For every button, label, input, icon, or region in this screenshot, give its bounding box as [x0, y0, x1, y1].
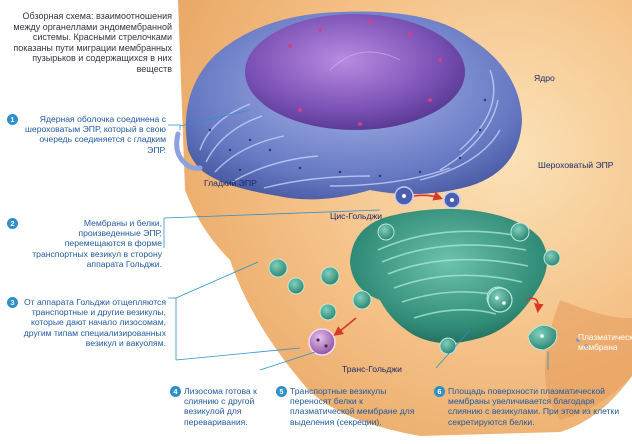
step-text: Лизосома готова к слиянию с другой везик…: [184, 386, 257, 427]
er-to-golgi-arrow: [413, 191, 444, 201]
nucleus-shape: [245, 14, 465, 130]
plasma-membrane-edge: [545, 300, 632, 420]
secretory-vesicle: [487, 287, 513, 313]
step-text: Ядерная оболочка соединена с шероховатым…: [25, 114, 166, 155]
step-number: 3: [7, 297, 18, 308]
label-plasma-membrane: Плазматическая мембрана: [578, 332, 632, 352]
step-text: Мембраны и белки, произведенные ЭПР, пер…: [32, 218, 162, 269]
golgi-to-membrane-arrow: [525, 297, 544, 314]
golgi-to-lysosome-arrow: [333, 317, 357, 336]
er-cisternae: [199, 69, 501, 189]
step-number: 5: [276, 386, 287, 397]
label-cis-golgi: Цис-Гольджи: [330, 211, 383, 221]
step-number: 1: [7, 114, 18, 125]
label-trans-golgi: Транс-Гольджи: [342, 364, 402, 374]
step-number: 4: [170, 386, 181, 397]
ribosome-dots: [208, 98, 487, 178]
lysosome: [308, 328, 336, 356]
nuclear-pores: [288, 20, 442, 126]
golgi-cisternae: [377, 230, 529, 319]
intro-caption: Обзорная схема: взаимоотношения между ор…: [13, 11, 172, 74]
label-rough-er: Шероховатый ЭПР: [538, 160, 614, 170]
label-smooth-er: Гладкий ЭПР: [204, 178, 257, 188]
step-text: Транспортные везикулы переносят белки к …: [290, 386, 415, 427]
step-text: Площадь поверхности плазматической мембр…: [448, 386, 620, 427]
smooth-er-shape: [174, 131, 203, 171]
step-number: 2: [7, 218, 18, 229]
step-text: От аппарата Гольджи отщепляются транспор…: [23, 297, 166, 348]
step-number: 6: [434, 386, 445, 397]
callout-lines: [163, 109, 549, 371]
label-nucleus: Ядро: [534, 73, 555, 83]
